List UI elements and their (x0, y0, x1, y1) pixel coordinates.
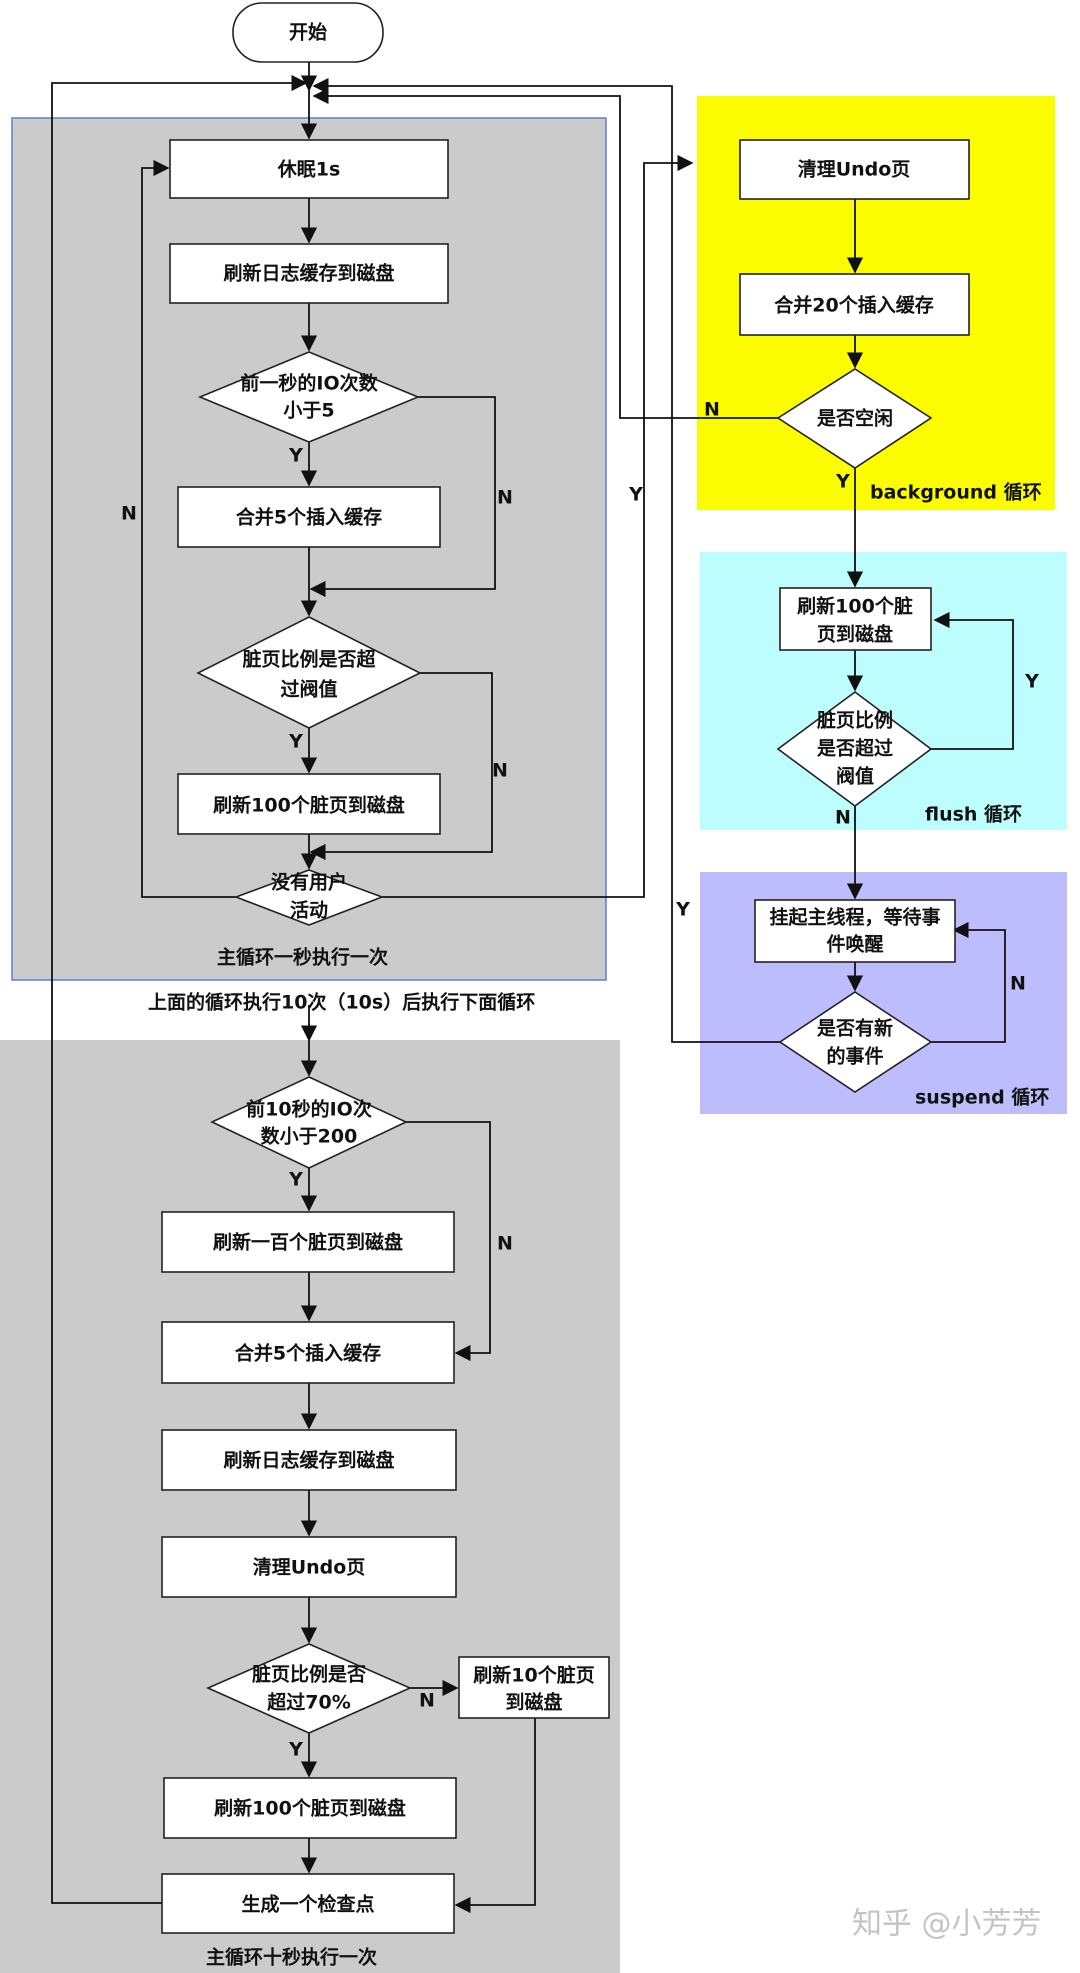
flush10-label-1: 刷新10个脏页 (473, 1664, 594, 1687)
dirty-ratio-label-1: 脏页比例是否超 (242, 648, 376, 671)
dirty70-label-2: 超过70% (266, 1691, 350, 1714)
edge-checkpoint-loop-back (51, 74, 308, 1904)
label-dirty70-yes: Y (288, 1739, 303, 1761)
label-sp-new-yes: Y (675, 899, 690, 921)
label-dirty-yes: Y (288, 731, 303, 753)
merge5-node-2 (161, 1321, 455, 1384)
sp-suspend-node (754, 899, 956, 963)
bg-merge20-label: 合并20个插入缓存 (774, 294, 933, 317)
bg-idle-decision (776, 368, 933, 469)
label-dirty70-no: N (419, 1690, 435, 1712)
dirty70-label-1: 脏页比例是否 (252, 1663, 366, 1686)
edge-flush10-checkpoint (454, 1718, 536, 1914)
no-user-activity-decision (233, 869, 385, 926)
bg-merge20-node (739, 273, 970, 336)
edge-noact-to-background (382, 154, 694, 898)
flush-hundred-node (161, 1211, 455, 1273)
sp-new-event-label-2: 的事件 (826, 1045, 883, 1068)
io-lt5-label-1: 前一秒的IO次数 (240, 372, 378, 395)
main-1s-caption: 主循环一秒执行一次 (217, 946, 388, 969)
main-10s-caption: 主循环十秒执行一次 (206, 1946, 377, 1969)
label-noact-yes: Y (628, 484, 643, 506)
label-io-no: N (497, 487, 513, 509)
suspend-caption: suspend 循环 (915, 1086, 1049, 1109)
io-lt5-label-2: 小于5 (283, 400, 334, 422)
flush10-node (458, 1656, 610, 1719)
fl-dirty-label-3: 阀值 (836, 765, 874, 788)
bg-undo-label: 清理Undo页 (798, 158, 911, 181)
dirty-ratio-label-2: 过阀值 (280, 678, 337, 701)
edge-fl-dirty-yes (931, 611, 1014, 750)
flush-caption: flush 循环 (925, 803, 1022, 826)
checkpoint-label: 生成一个检查点 (241, 1893, 374, 1916)
no-user-activity-label-1: 没有用户 (271, 871, 347, 894)
undo-label: 清理Undo页 (253, 1556, 366, 1579)
label-noact-no: N (121, 503, 137, 525)
start-node (232, 2, 384, 63)
flush100-label-2: 刷新100个脏页到磁盘 (214, 1797, 406, 1820)
fl-dirty-decision (776, 691, 933, 807)
io10-label-1: 前10秒的IO次 (246, 1098, 372, 1121)
flush10-label-2: 到磁盘 (505, 1691, 562, 1714)
sp-suspend-label-1: 挂起主线程，等待事 (769, 906, 940, 929)
fl-dirty-label-2: 是否超过 (817, 737, 893, 760)
label-bg-idle-no: N (704, 399, 720, 421)
sp-new-event-label-1: 是否有新 (817, 1017, 893, 1040)
dirty-ratio-decision (196, 616, 422, 729)
edge-sp-new-yes (312, 77, 780, 1043)
watermark-text: 知乎 @小芳芳 (852, 1907, 1042, 1942)
label-dirty-no: N (492, 760, 508, 782)
sleep-node (169, 139, 449, 199)
edge-noact-loop-back (141, 159, 236, 898)
undo-node (161, 1536, 457, 1598)
flush100-node-2 (163, 1777, 457, 1839)
sp-new-event-decision (778, 991, 933, 1093)
flush100-label-1: 刷新100个脏页到磁盘 (213, 794, 405, 817)
fl-flush-label-1: 刷新100个脏 (797, 595, 913, 618)
bg-undo-node (739, 139, 970, 200)
merge5-node-1 (177, 486, 441, 548)
transition-caption: 上面的循环执行10次（10s）后执行下面循环 (148, 991, 535, 1014)
checkpoint-node (161, 1873, 455, 1934)
flush-log-label-2: 刷新日志缓存到磁盘 (223, 1449, 394, 1472)
fl-dirty-label-1: 脏页比例 (817, 709, 893, 732)
io10-label-2: 数小于200 (261, 1125, 358, 1148)
label-io10-yes: Y (288, 1169, 303, 1191)
label-fl-dirty-no: N (835, 807, 851, 829)
merge5-label-1: 合并5个插入缓存 (236, 506, 382, 529)
io-lt5-decision (197, 351, 421, 443)
fl-flush-node (779, 587, 932, 651)
io10-decision (210, 1076, 408, 1169)
no-user-activity-label-2: 活动 (290, 899, 328, 922)
flush-log-label-1: 刷新日志缓存到磁盘 (223, 262, 394, 285)
edge-bg-idle-no (312, 87, 778, 419)
label-io10-no: N (497, 1233, 513, 1255)
background-caption: background 循环 (870, 481, 1042, 504)
label-bg-idle-yes: Y (835, 471, 850, 493)
dirty70-decision (206, 1643, 412, 1734)
edge-dirty-no (309, 672, 493, 861)
label-fl-dirty-yes: Y (1024, 671, 1039, 693)
bg-idle-label: 是否空闲 (817, 407, 893, 430)
edge-io10-no (406, 1121, 491, 1362)
edge-sp-new-no (931, 921, 1006, 1043)
merge5-label-2: 合并5个插入缓存 (235, 1342, 381, 1365)
start-label: 开始 (289, 21, 327, 44)
edge-io-no (309, 396, 496, 598)
sleep-label: 休眠1s (277, 159, 341, 181)
label-io-yes: Y (288, 445, 303, 467)
flush100-node-1 (177, 773, 441, 835)
flush-log-node-1 (169, 243, 449, 304)
flush-log-node-2 (161, 1429, 457, 1491)
flush-hundred-label: 刷新一百个脏页到磁盘 (213, 1231, 403, 1254)
sp-suspend-label-2: 件唤醒 (826, 933, 883, 956)
label-sp-new-no: N (1010, 973, 1026, 995)
fl-flush-label-2: 页到磁盘 (817, 623, 893, 646)
